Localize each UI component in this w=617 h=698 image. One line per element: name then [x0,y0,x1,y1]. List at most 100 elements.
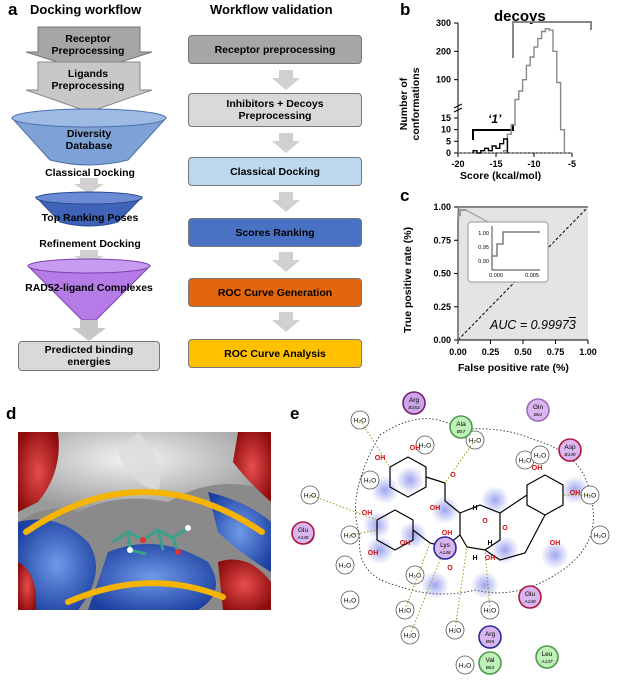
oxygen-label: O [450,472,456,479]
water-molecule [415,435,435,455]
histogram-y-tick-label: 200 [436,46,451,56]
histogram-x-tick-label: -5 [568,159,576,169]
roc-x-label: False positive rate (%) [458,362,569,374]
validation-arrows [272,70,300,332]
histogram-y-tick-label: 0 [446,148,451,158]
residue-name: Gln [533,404,544,411]
decoys-bracket [512,21,592,58]
inhibitor-bracket [472,124,514,140]
h-bond-line [309,494,378,521]
hydroxyl-label: OH [410,445,421,452]
residue-chain: B61 [534,412,543,418]
water-label: H₂O [459,663,471,670]
residue-chain: A137 [540,659,553,665]
hydroxyl-label: OH [485,555,496,562]
h-bond-line [349,529,378,536]
panel-d-letter: d [6,404,17,423]
residue-lys-a148 [433,536,457,560]
water-label: H₂O [419,443,431,450]
water-molecule [530,445,550,465]
top-ranking-poses-label: Top Ranking Poses [41,212,139,224]
water-label: H₂O [304,493,316,500]
lower-orange-arc [65,580,226,605]
roc-y-tick-label: 0.75 [433,235,451,245]
receptor-preprocessing-label: Receptor Preprocessing [51,33,125,57]
upper-orange-arc [23,489,265,535]
water-label: H₂O [339,563,351,570]
roc-curve [457,206,588,340]
water-label: H₂O [364,478,376,485]
h-bond-line [404,542,431,611]
hydroxyl-label: OH [550,540,561,547]
histogram-x-tick-label: -10 [527,159,540,169]
water-label: H₂O [354,418,366,425]
validation-step-classical-docking: Classical Docking [188,157,362,186]
histogram-y-tick-label: 300 [436,18,451,28]
validation-step-receptor: Receptor preprocessing [188,35,362,64]
diversity-database-label: Diversity Database [65,128,113,152]
residue-arg-b153 [402,391,426,415]
hydroxyl-label: OH [368,550,379,557]
water-molecule [590,525,610,545]
residue-val-b63 [478,651,502,675]
h-bond-line [454,546,468,631]
workflow-validation-title: Workflow validation [210,2,333,17]
residue-chain: B63 [486,665,495,671]
hydroxyl-label: OH [362,510,373,517]
ligands-arrow-shape [25,61,153,113]
hydrophobic-halo [366,536,394,564]
roc-x-tick-label: 0.00 [449,347,467,357]
residue-chain: B153 [408,405,420,411]
roc-inset-y-tick-label: 1.00 [478,231,489,237]
water-molecule [455,655,475,675]
water-label: H₂O [519,458,531,465]
residue-name: Arg [485,631,496,638]
water-label: H₂O [404,633,416,640]
hydrogen-label: H [472,555,477,562]
residue-name: Lys [440,542,451,549]
docking-workflow-diagram [11,26,167,341]
validation-step-inhibitors-decoys: Inhibitors + Decoys Preprocessing [188,93,362,127]
hydroxyl-label: OH [442,530,453,537]
hydroxyl-label: OH [375,455,386,462]
residue-name: Arg [409,397,420,404]
water-label: H₂O [584,493,596,500]
residue-chain: B55 [486,639,495,645]
roc-x-tick-label: 0.25 [482,347,500,357]
h-bond-line [359,419,391,468]
protein-surface-image [18,432,271,610]
panel-c-letter: c [400,186,410,205]
residue-chain: B149 [564,452,576,458]
auc-label: AUC = 0.9997 [490,318,569,332]
histogram-y-tick-label: 5 [446,136,451,146]
hydrophobic-halo [481,486,509,514]
roc-y-tick-label: 1.00 [433,202,451,212]
roc-y-tick-label: 0.00 [433,335,451,345]
roc-x-tick-label: 0.50 [514,347,532,357]
hydrogen-label: H [487,540,492,547]
residue-chain: B57 [457,429,466,435]
hydrophobic-halo [471,571,499,599]
histogram-y-tick-label: 15 [441,113,451,123]
ligand-molecule [112,525,191,556]
hydroxyl-label: OH [570,490,581,497]
residue-chain: A140 [523,599,536,605]
hydroxyl-label: OH [430,505,441,512]
panel-a-letter: a [8,0,18,19]
histogram-x-tick-label: -15 [489,159,502,169]
panel-e-letter: e [290,404,300,423]
residue-name: Glu [525,591,536,598]
water-label: H₂O [534,453,546,460]
predicted-binding-energies-box: Predicted binding energies [18,341,160,371]
histogram-x-label: Score (kcal/mol) [460,170,542,182]
residue-ala-b57 [449,415,473,439]
refinement-docking-label: Refinement Docking [39,238,141,250]
docking-workflow-title: Docking workflow [30,2,142,17]
residue-asp-b149 [558,438,582,462]
roc-y-tick-label: 0.25 [433,302,451,312]
water-label: H₂O [399,608,411,615]
roc-x-tick-label: 0.75 [547,347,565,357]
hydrophobic-halo [541,541,569,569]
